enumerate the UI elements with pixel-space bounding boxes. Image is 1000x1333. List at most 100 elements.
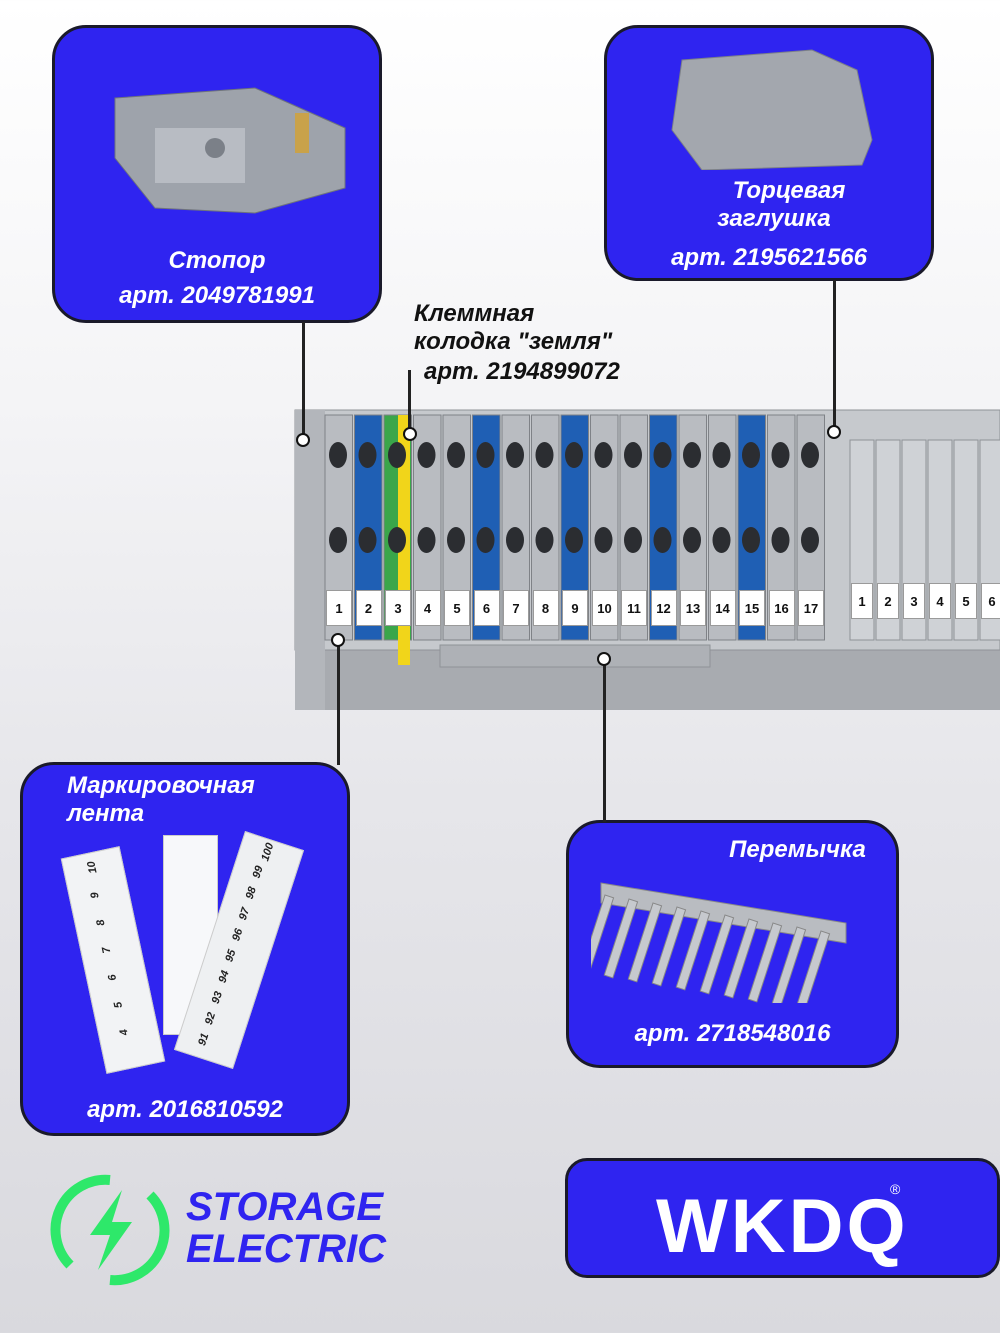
stopper-title: Стопор [168, 247, 266, 274]
screw-hole [506, 527, 524, 553]
screw-hole [565, 527, 583, 553]
screw-hole [358, 442, 377, 468]
ground-connector-dot [403, 427, 417, 441]
jumper-pin [627, 902, 663, 983]
end-cap-card: Торцевая заглушка арт. 2195621566 [604, 25, 934, 281]
brand-line1: STORAGE [186, 1185, 384, 1229]
screw-hole [742, 442, 760, 468]
terminal-number: 1 [851, 583, 873, 619]
screw-hole [447, 527, 465, 553]
terminal-number: 15 [739, 590, 765, 626]
marking-tape-number: 96 [230, 927, 246, 943]
ground-block-article: арт. 2194899072 [424, 358, 620, 385]
screw-hole [535, 442, 554, 468]
marking-tape-number: 5 [111, 1000, 126, 1010]
stopper-image [114, 87, 346, 214]
screw-hole [653, 442, 672, 468]
screw-hole [624, 527, 642, 553]
jumper-card: Перемычка арт. 2718548016 [566, 820, 899, 1068]
marking-tape-title-line2: лента [67, 800, 145, 827]
terminal-number: 12 [650, 590, 677, 626]
screw-hole [594, 442, 613, 468]
terminal-number: 7 [503, 590, 529, 626]
stopper-connector-dot [296, 433, 310, 447]
jumper-connector-dot [597, 652, 611, 666]
marking-tape-number: 97 [236, 906, 253, 922]
jumper-article: арт. 2718548016 [634, 1020, 831, 1047]
jumper-pin [795, 930, 831, 1003]
screw-hole [683, 442, 701, 468]
jumper-pin [699, 914, 735, 995]
screw-hole [506, 442, 524, 468]
wkdq-logo-text: WKDQ [656, 1184, 909, 1269]
marking-tape-number: 98 [243, 885, 259, 901]
terminal-number: 3 [903, 583, 925, 619]
marking-tape-number: 10 [85, 860, 100, 875]
terminal-number: 6 [981, 583, 1000, 619]
terminal-number: 9 [562, 590, 588, 626]
end-cap-image [671, 49, 873, 170]
marking-tape-number: 100 [259, 841, 277, 863]
terminal-number: 13 [680, 590, 706, 626]
terminal-number: 2 [355, 590, 382, 626]
terminal-number: 6 [473, 590, 500, 626]
marking-tape-number: 4 [117, 1027, 131, 1037]
screw-hole [417, 527, 436, 553]
screw-hole [417, 442, 436, 468]
marking-tape-number: 6 [106, 973, 120, 982]
screw-hole [801, 527, 819, 553]
screw-hole [801, 442, 819, 468]
screw-hole [653, 527, 672, 553]
screw-hole [388, 442, 406, 468]
screw-hole [535, 527, 554, 553]
marking-tape-number: 94 [216, 969, 232, 985]
jumper-pin [675, 910, 711, 991]
jumper-connector-line [603, 660, 606, 822]
ground-block-title-line2: колодка "земля" [414, 328, 613, 355]
wkdq-logo-card: WKDQ ® [565, 1158, 1000, 1278]
screw-hole [565, 442, 583, 468]
screw-hole [476, 527, 495, 553]
marking-tape-number: 9 [88, 891, 102, 900]
terminal-number: 5 [444, 590, 470, 626]
screw-hole [388, 527, 406, 553]
screw-hole [329, 442, 347, 468]
jumper-title: Перемычка [729, 836, 866, 863]
terminal-number: 3 [385, 590, 411, 626]
terminal-number: 14 [709, 590, 736, 626]
jumper-pin [603, 898, 639, 979]
marking-tape-connector-line [337, 640, 340, 765]
end-cap-title-line2: заглушка [717, 205, 831, 232]
terminal-number: 11 [621, 590, 647, 626]
marking-tape-number: 95 [223, 948, 239, 964]
marking-tape-number: 99 [250, 864, 266, 880]
screw-hole [742, 527, 760, 553]
jumper-pin [723, 918, 759, 999]
ground-block-title-line1: Клеммная [414, 300, 535, 327]
jumper-image [591, 882, 847, 1003]
screw-hole [771, 527, 790, 553]
terminal-number: 8 [532, 590, 559, 626]
jumper-pin [651, 906, 687, 987]
screw-hole [712, 527, 731, 553]
screw-hole [624, 442, 642, 468]
screw-hole [712, 442, 731, 468]
wkdq-registered-mark: ® [890, 1181, 901, 1197]
jumper-pin [747, 922, 783, 1003]
screw-hole [358, 527, 377, 553]
brand-line2: ELECTRIC [186, 1227, 386, 1271]
marking-tape-number: 8 [94, 918, 108, 927]
marking-tape-number: 91 [196, 1031, 212, 1048]
marking-tape-connector-dot [331, 633, 345, 647]
screw-hole [476, 442, 495, 468]
screw-hole [329, 527, 347, 553]
terminal-number: 5 [955, 583, 977, 619]
marking-tape-number: 92 [202, 1010, 219, 1027]
end-cap-title-line1: Торцевая [732, 177, 846, 204]
marking-tape-number: 93 [209, 989, 225, 1006]
end-cap-connector-dot [827, 425, 841, 439]
jumper-pin [591, 894, 615, 975]
end-cap-article: арт. 2195621566 [671, 244, 867, 271]
